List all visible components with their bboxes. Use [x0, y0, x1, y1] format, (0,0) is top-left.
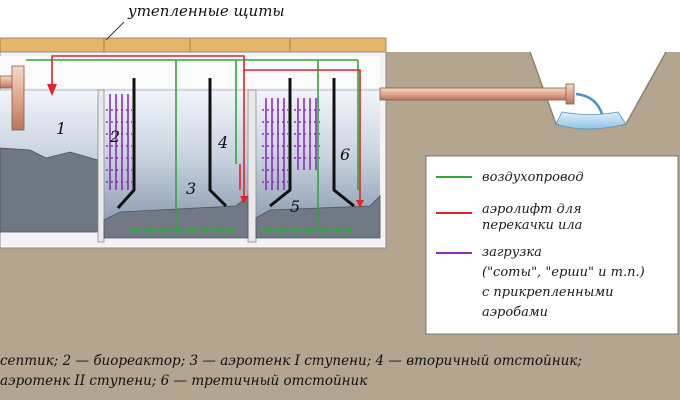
- septic-sludge: [0, 147, 99, 233]
- ditch-water: [555, 111, 627, 130]
- compartment-number-1: 1: [56, 119, 66, 138]
- outlet-pipe: [379, 87, 569, 101]
- outlet-pipe-flange: [565, 83, 575, 105]
- insulation-board-4: [289, 37, 387, 53]
- compartment-number-3: 3: [186, 179, 196, 198]
- baffle-6: [332, 78, 355, 208]
- inlet-pipe-drop: [11, 65, 25, 131]
- legend-airlift-text-1: аэролифт для: [482, 202, 582, 217]
- compartment-number-2: 2: [109, 127, 120, 146]
- legend-box: [425, 155, 679, 335]
- legend-airlift-text-2: перекачки ила: [482, 218, 582, 233]
- caption-line-1: септик; 2 — биореактор; 3 — аэротенк I с…: [0, 353, 582, 369]
- airlift-arrow: [47, 84, 57, 96]
- partition-1: [97, 89, 105, 243]
- drainage-ditch: [520, 40, 680, 128]
- compartment-number-5: 5: [290, 197, 300, 216]
- insulation-board-3: [189, 37, 291, 53]
- insulation-board-2: [103, 37, 191, 53]
- compartment-number-6: 6: [340, 145, 350, 164]
- legend-media-text-1: загрузка: [482, 245, 542, 260]
- aerator-nodes: [133, 227, 353, 233]
- bio-media-2: [106, 94, 132, 190]
- legend-media-text-4: аэробами: [482, 305, 548, 320]
- airlift-tip-2: [356, 200, 364, 208]
- legend-air-text: воздухопровод: [482, 170, 584, 185]
- legend: воздухопровод аэролифт для перекачки ила…: [425, 155, 679, 335]
- legend-media-text-3: с прикрепленными: [482, 285, 613, 300]
- baffle-5: [269, 78, 292, 208]
- partition-2: [247, 89, 257, 243]
- baffle-4: [208, 78, 228, 208]
- airlift-pipes: [51, 55, 361, 200]
- tank-air-gap: [0, 56, 380, 88]
- outflow-stream: [575, 92, 604, 115]
- bio-media-5: [262, 98, 320, 190]
- caption-line-2: аэротенк II ступени; 6 — третичный отсто…: [0, 373, 368, 389]
- header-label: утепленные щиты: [127, 2, 285, 20]
- baffle-2: [116, 78, 136, 209]
- legend-media-text-2: ("соты", "ерши" и т.п.): [482, 265, 645, 280]
- insulation-board-1: [0, 37, 105, 53]
- compartment-number-4: 4: [217, 133, 228, 152]
- airlift-tip-1: [240, 196, 248, 204]
- header-pointer: [105, 21, 125, 41]
